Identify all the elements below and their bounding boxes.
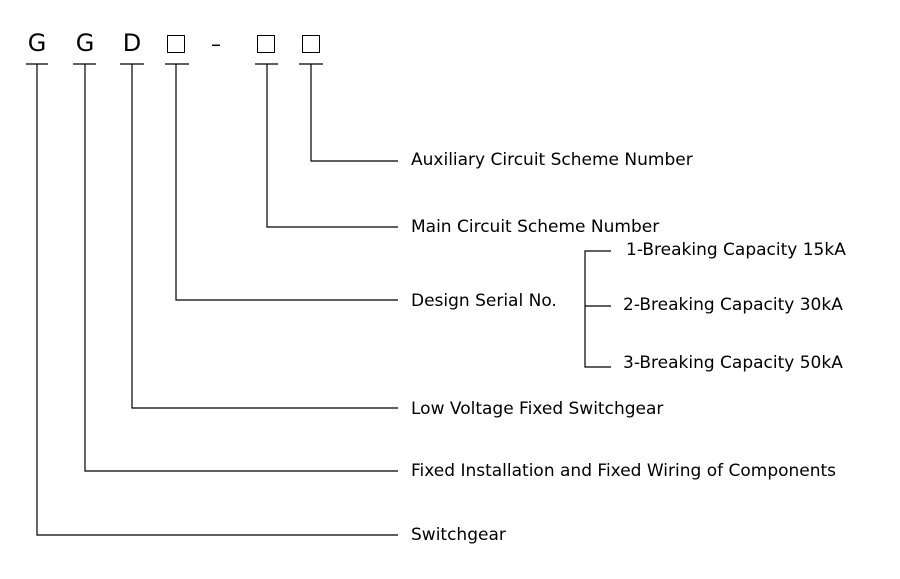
- code-letter-g1: G: [27, 29, 47, 57]
- code-placeholder-box-design: [167, 35, 185, 53]
- code-letter-g2: G: [75, 29, 95, 57]
- leader-fixed-installation: [84, 64, 398, 472]
- leader-design: [175, 64, 398, 301]
- label-low-voltage: Low Voltage Fixed Switchgear: [411, 399, 664, 419]
- code-placeholder-box-auxiliary: [302, 35, 320, 53]
- leader-main: [266, 64, 398, 228]
- label-auxiliary-circuit: Auxiliary Circuit Scheme Number: [411, 150, 693, 170]
- code-letter-d: D: [122, 29, 142, 57]
- code-separator: –: [211, 32, 221, 56]
- leader-switchgear: [36, 64, 398, 536]
- leader-low-voltage: [131, 64, 398, 409]
- code-placeholder-box-main: [257, 35, 275, 53]
- leader-auxiliary: [310, 64, 398, 162]
- label-main-circuit: Main Circuit Scheme Number: [411, 217, 660, 237]
- label-fixed-installation: Fixed Installation and Fixed Wiring of C…: [411, 461, 837, 481]
- bracket-breaking: [584, 250, 611, 368]
- label-breaking-capacity-2: 2-Breaking Capacity 30kA: [623, 295, 843, 315]
- label-design-serial: Design Serial No.: [411, 291, 557, 311]
- label-switchgear: Switchgear: [411, 525, 506, 545]
- label-breaking-capacity-1: 1-Breaking Capacity 15kA: [626, 240, 846, 260]
- label-breaking-capacity-3: 3-Breaking Capacity 50kA: [623, 353, 843, 373]
